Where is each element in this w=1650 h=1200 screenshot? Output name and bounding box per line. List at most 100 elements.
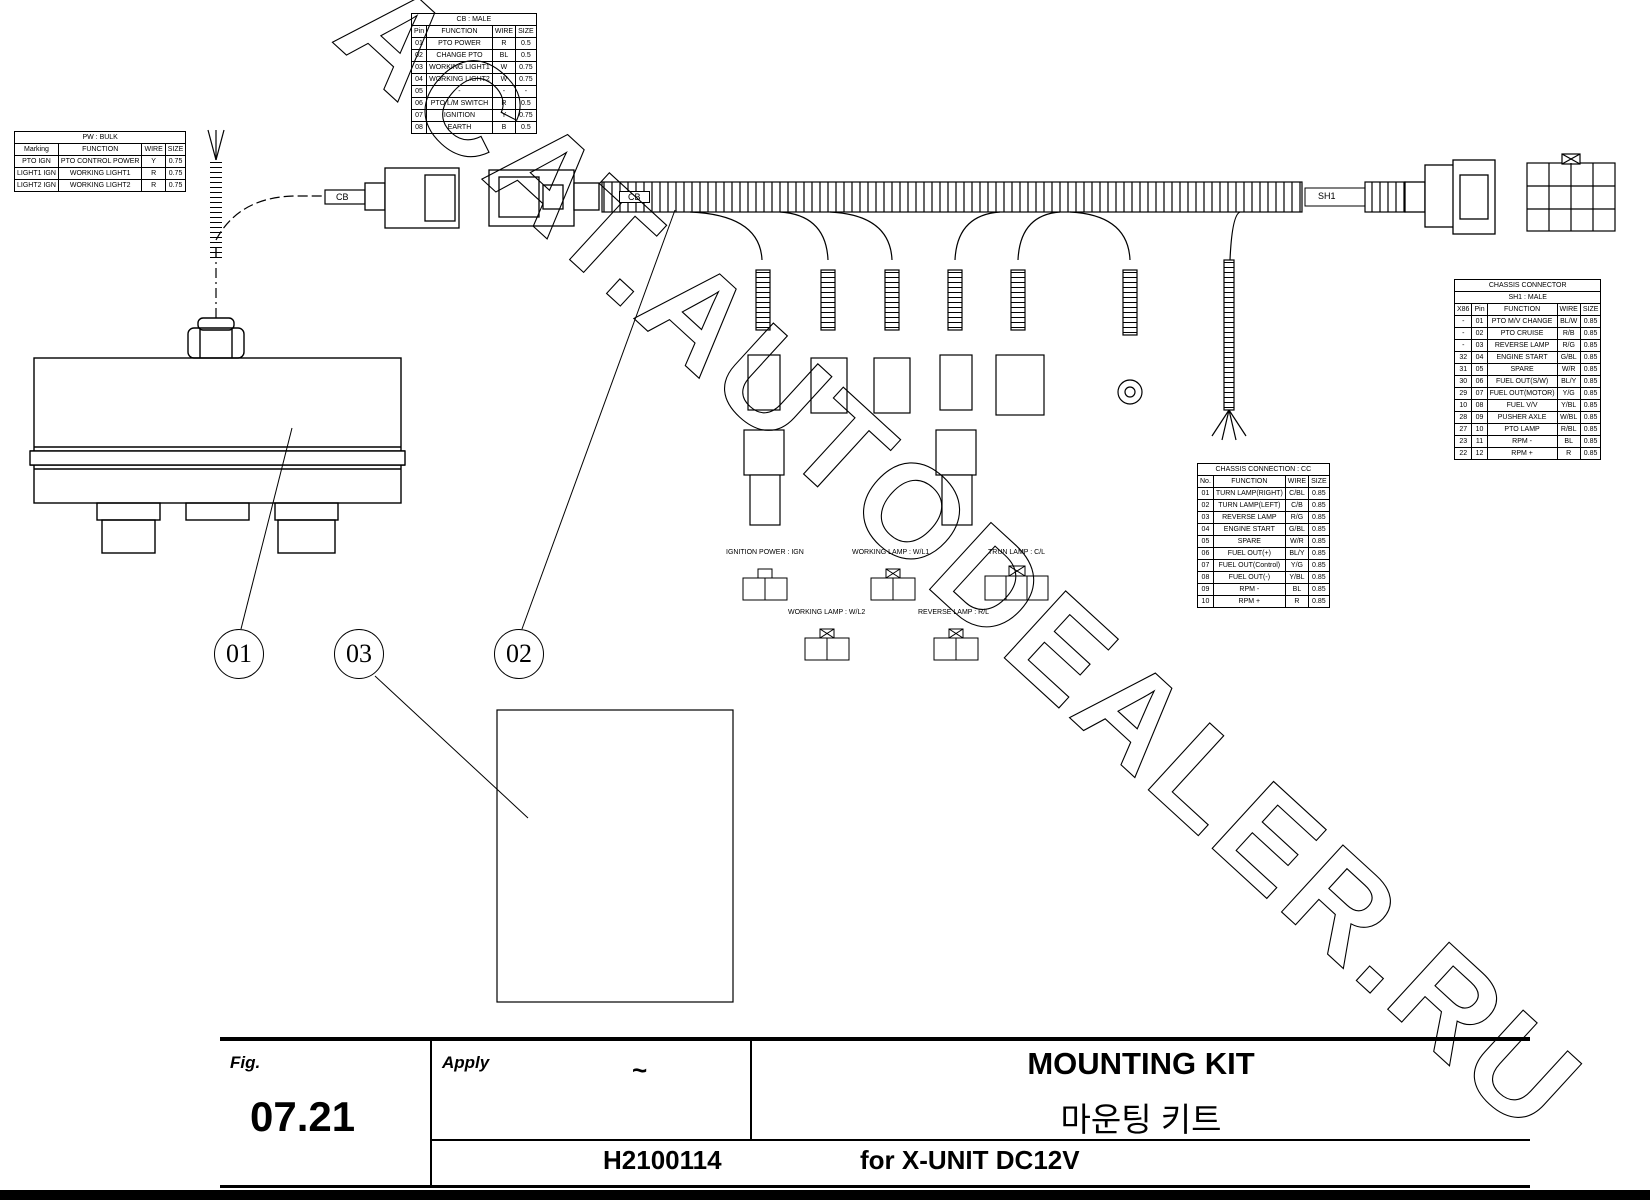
table-cell: PTO LAMP	[1486, 423, 1558, 436]
table-header-cell: WIRE	[1556, 303, 1581, 316]
chassis-connector-subtitle: SH1 : MALE	[1453, 291, 1602, 304]
callout-03: 03	[334, 629, 384, 679]
table-cell: 0.5	[515, 49, 537, 62]
table-cell: 0.85	[1579, 399, 1602, 412]
table-cell: 05	[410, 85, 428, 98]
table-cell: BL	[491, 49, 517, 62]
chassis-connection-title: CHASSIS CONNECTION : CC	[1197, 463, 1330, 475]
table-cell: 28	[1453, 411, 1473, 424]
table-cell: WORKING LIGHT1	[57, 167, 143, 180]
cb-male-title: CB : MALE	[411, 13, 537, 25]
table-cell: 04	[1197, 523, 1214, 536]
table-cell: 01	[1197, 487, 1214, 500]
table-header-cell: FUNCTION	[426, 25, 493, 38]
table-cell: RPM -	[1212, 583, 1286, 596]
table-cell: 12	[1471, 447, 1488, 460]
table-cell: 0.85	[1579, 387, 1602, 400]
table-header-cell: WIRE	[491, 25, 517, 38]
table-cell: 07	[1471, 387, 1488, 400]
table-cell: ENGINE START	[1486, 351, 1558, 364]
table-cell: 06	[410, 97, 428, 110]
table-cell: 07	[410, 109, 428, 122]
label-wl1: WORKING LAMP : W/L1	[852, 549, 930, 556]
table-cell: RPM -	[1486, 435, 1558, 448]
table-cell: R	[141, 167, 166, 180]
table-header-cell: WIRE	[141, 143, 166, 156]
table-cell: R/B	[1556, 327, 1581, 340]
table-cell: Y	[141, 155, 166, 168]
table-cell: 05	[1471, 363, 1488, 376]
table-cell: 05	[1197, 535, 1214, 548]
table-cell: 31	[1453, 363, 1473, 376]
table-cell: LIGHT1 IGN	[14, 167, 59, 180]
control-box	[29, 317, 406, 554]
table-cell: -	[515, 85, 537, 98]
table-cell: 08	[410, 121, 428, 134]
table-cell: RPM +	[1212, 595, 1286, 608]
table-cell: 01	[1471, 315, 1488, 328]
table-cell: BL	[1556, 435, 1581, 448]
table-cell: 0.85	[1308, 499, 1330, 512]
table-cell: 0.85	[1579, 315, 1602, 328]
table-cell: W	[491, 61, 517, 74]
table-cell: 0.85	[1308, 511, 1330, 524]
fig-label: Fig.	[230, 1053, 261, 1072]
callout-01: 01	[214, 629, 264, 679]
table-cell: 0.85	[1579, 435, 1602, 448]
table-cell: 0.5	[515, 121, 537, 134]
label-wl2: WORKING LAMP : W/L2	[788, 609, 866, 616]
table-cell: G/BL	[1284, 523, 1310, 536]
title-block: Fig. 07.21 Apply ~ MOUNTING KIT 마운팅 키트 H…	[220, 1037, 1530, 1188]
table-cell: Y/G	[1556, 387, 1581, 400]
table-cell: 07	[1197, 559, 1214, 572]
table-cell: 0.85	[1308, 535, 1330, 548]
table-cell: 0.85	[1308, 547, 1330, 560]
table-header-cell: Pin	[410, 25, 428, 38]
table-cell: 09	[1197, 583, 1214, 596]
table-cell: 0.75	[164, 179, 187, 192]
chassis-connector-title: CHASSIS CONNECTOR	[1454, 279, 1602, 291]
table-cell: 02	[410, 49, 428, 62]
table-cell: FUEL OUT(-)	[1212, 571, 1286, 584]
table-cell: C/BL	[1284, 487, 1310, 500]
table-cell: -	[1453, 315, 1473, 328]
table-cell: R	[1284, 595, 1310, 608]
cb-tag-right: CB	[619, 191, 650, 203]
table-cell: SPARE	[1486, 363, 1558, 376]
table-cell: W/R	[1284, 535, 1310, 548]
table-cell: Y/BL	[1284, 571, 1310, 584]
table-cell: 0.5	[515, 37, 537, 50]
table-row: 05---	[410, 85, 537, 98]
table-cell: 0.85	[1308, 487, 1330, 500]
sh1-tag: SH1	[1318, 191, 1336, 201]
table-cell: R	[491, 97, 517, 110]
table-cell: FUEL OUT(S/W)	[1486, 375, 1558, 388]
table-cell: B	[491, 121, 517, 134]
table-cell: BL/Y	[1284, 547, 1310, 560]
table-cell: 06	[1471, 375, 1488, 388]
table-cell: 23	[1453, 435, 1473, 448]
table-cell: 0.5	[515, 97, 537, 110]
table-cell: BL/Y	[1556, 375, 1581, 388]
table-cell: C/B	[1284, 499, 1310, 512]
